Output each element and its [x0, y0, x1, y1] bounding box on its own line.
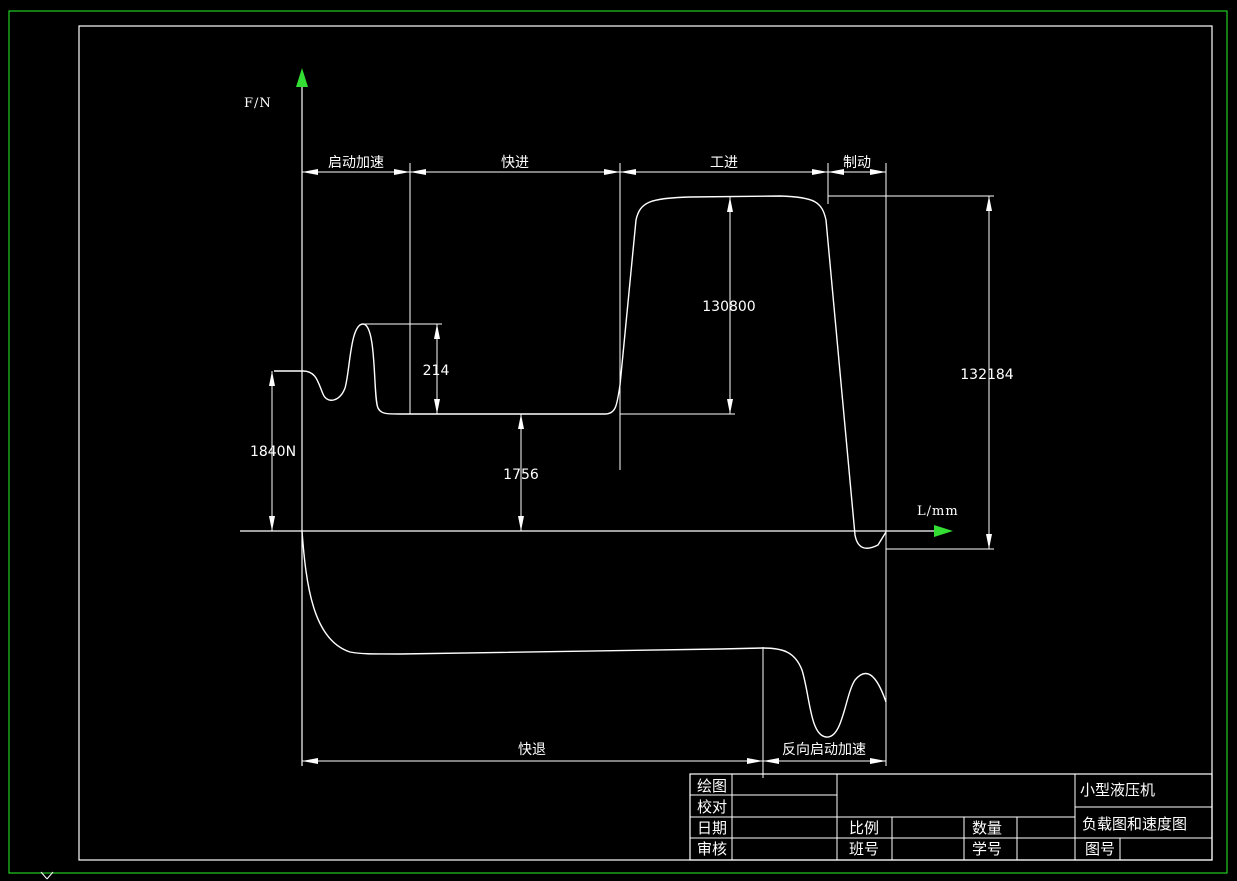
tb-title-sub: 负载图和速度图	[1082, 815, 1187, 833]
dim-1840n-label: 1840N	[250, 444, 296, 460]
dim-132184: 132184	[828, 195, 1014, 550]
y-axis-arrow-icon	[296, 68, 308, 87]
phase-label-fast-forward: 快进	[501, 155, 529, 171]
tb-drawing-no-label: 图号	[1085, 840, 1115, 858]
tb-class-no-label: 班号	[849, 840, 879, 858]
tb-scale-label: 比例	[849, 819, 879, 837]
bottom-phase-dimension: 快退 反向启动加速	[302, 742, 886, 764]
x-axis-arrow-icon	[934, 525, 953, 537]
dim-132184-label: 132184	[960, 367, 1014, 383]
return-curve	[301, 530, 887, 738]
tb-quantity-label: 数量	[972, 819, 1002, 837]
phase-label-reverse-accel: 反向启动加速	[782, 742, 866, 758]
dim-1840n: 1840N	[250, 371, 296, 531]
extension-lines	[409, 163, 887, 778]
dim-130800: 130800	[620, 197, 756, 415]
title-block: 绘图 校对 日期 审核 比例 数量 班号 学号 图号 小型液压机 负载图和速度图	[689, 773, 1213, 861]
load-curve	[274, 195, 887, 549]
x-axis-label: L/mm	[917, 504, 959, 519]
tb-approved-label: 审核	[697, 840, 727, 858]
tb-drawn-label: 绘图	[697, 777, 727, 795]
dim-214: 214	[363, 323, 450, 415]
outer-frame	[8, 10, 1228, 874]
dim-130800-label: 130800	[702, 299, 755, 315]
phase-label-brake: 制动	[843, 155, 871, 171]
cursor-crosshair-icon	[40, 871, 54, 880]
axes: F/N L/mm	[240, 68, 959, 766]
phase-label-work-feed: 工进	[710, 155, 738, 171]
top-phase-dimension: 启动加速 快进 工进 制动	[302, 155, 886, 175]
phase-label-fast-return: 快退	[518, 742, 546, 758]
dim-1756: 1756	[503, 414, 539, 531]
tb-checked-label: 校对	[697, 798, 727, 816]
tb-title-main: 小型液压机	[1080, 781, 1155, 799]
y-axis-label: F/N	[244, 96, 272, 111]
tb-student-no-label: 学号	[972, 840, 1002, 858]
inner-frame	[78, 25, 1213, 861]
phase-label-start-accel: 启动加速	[328, 155, 384, 171]
tb-date-label: 日期	[697, 819, 727, 837]
dim-1756-label: 1756	[503, 467, 539, 483]
dim-214-label: 214	[423, 363, 450, 379]
